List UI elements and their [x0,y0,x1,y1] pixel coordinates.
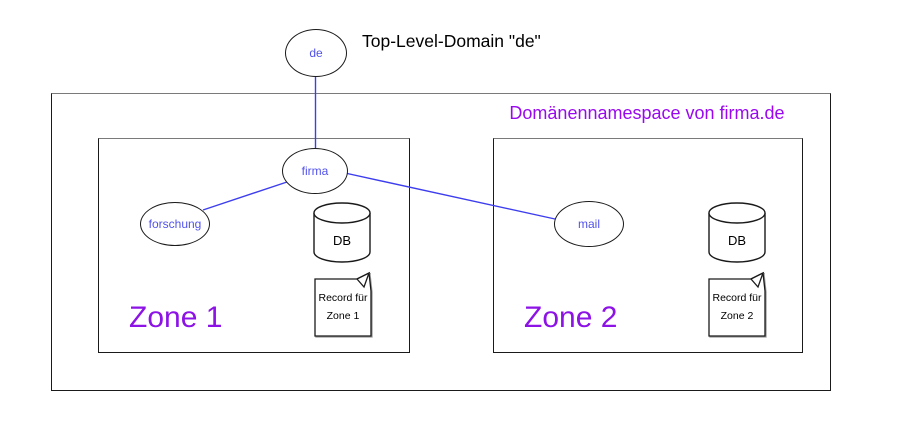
node-forschung: forschung [140,202,210,246]
database-cylinder-icon [313,202,371,263]
zone2-record-line1: Record für [712,292,762,304]
zone2-record-document-icon: Record für Zone 2 [708,271,766,337]
node-de-label: de [309,46,323,60]
zone2-database-icon: DB [708,202,766,264]
document-icon [314,271,372,337]
node-mail-label: mail [577,217,600,231]
document-icon [708,271,766,337]
node-forschung-label: forschung [148,217,202,231]
zone1-database-icon: DB [313,202,371,264]
zone1-record-document-icon: Record für Zone 1 [314,271,372,337]
node-de: de [285,29,347,77]
diagram-title: Top-Level-Domain "de" [362,31,541,51]
zone2-db-label: DB [727,233,747,248]
database-cylinder-icon [708,202,766,263]
node-firma: firma [282,148,348,194]
zone2-record-line2: Zone 2 [720,310,754,322]
zone1-db-label: DB [332,233,352,248]
zone1-record-line1: Record für [318,292,368,304]
node-firma-label: firma [301,164,329,178]
namespace-box [51,93,831,391]
zone1-record-line2: Zone 1 [326,310,360,322]
zone1-label: Zone 1 [129,301,223,334]
namespace-label: Domänennamespace von firma.de [509,103,785,123]
zone1-box [98,138,410,353]
zone2-box [493,138,803,353]
zone2-label: Zone 2 [524,301,618,334]
node-mail: mail [554,201,624,247]
